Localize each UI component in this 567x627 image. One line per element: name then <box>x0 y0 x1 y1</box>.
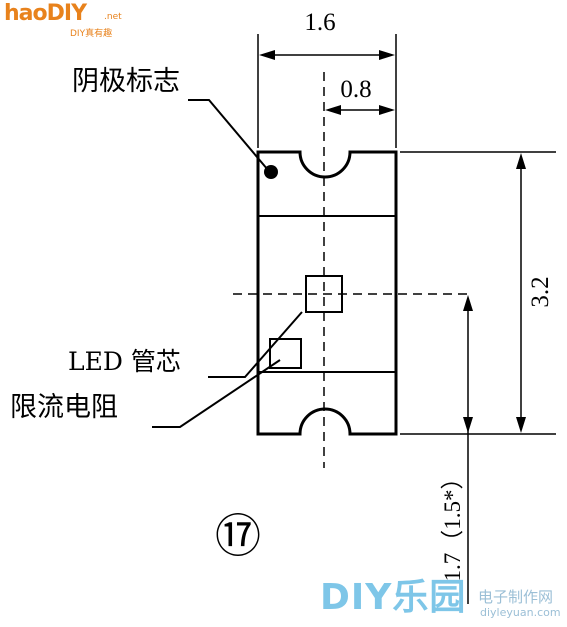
offset-arrow-top <box>463 295 473 311</box>
logo-brand: haoDIY <box>4 1 87 26</box>
offset-label: 1.7（1.5*） <box>440 467 465 582</box>
cathode-mark-leader <box>188 99 269 171</box>
package-outline <box>256 150 398 436</box>
resistor-square <box>269 338 302 369</box>
half-width-arrow-left <box>325 105 341 115</box>
offset-arrow-bottom <box>463 417 473 433</box>
site-logo: haoDIY .net DIY真有趣 <box>4 2 134 42</box>
height-arrow-top <box>516 153 526 169</box>
led-chip-leader <box>208 311 303 378</box>
width-half-label: 0.8 <box>340 76 371 103</box>
width-arrow-right <box>379 50 395 60</box>
logo-tagline: DIY真有趣 <box>70 29 113 39</box>
watermark-site-name: 电子制作网 <box>478 588 554 606</box>
resistor-leader <box>152 359 281 428</box>
half-width-arrow-right <box>379 105 395 115</box>
current-resistor-label: 限流电阻 <box>10 392 118 423</box>
width-arrow-left <box>259 50 275 60</box>
logo-suffix: .net <box>104 12 122 22</box>
watermark: DIY乐园 电子制作网 diyleyuan.com <box>320 578 567 623</box>
watermark-brand: DIY乐园 <box>320 577 467 618</box>
led-chip-label: LED 管芯 <box>68 347 181 376</box>
figure-number: ⑰ <box>215 509 261 563</box>
watermark-url: diyleyuan.com <box>480 606 561 619</box>
cathode-mark-label: 阴极标志 <box>72 66 180 97</box>
height-arrow-bottom <box>516 417 526 433</box>
width-total-label: 1.6 <box>304 9 335 36</box>
height-total-label: 3.2 <box>527 276 554 307</box>
